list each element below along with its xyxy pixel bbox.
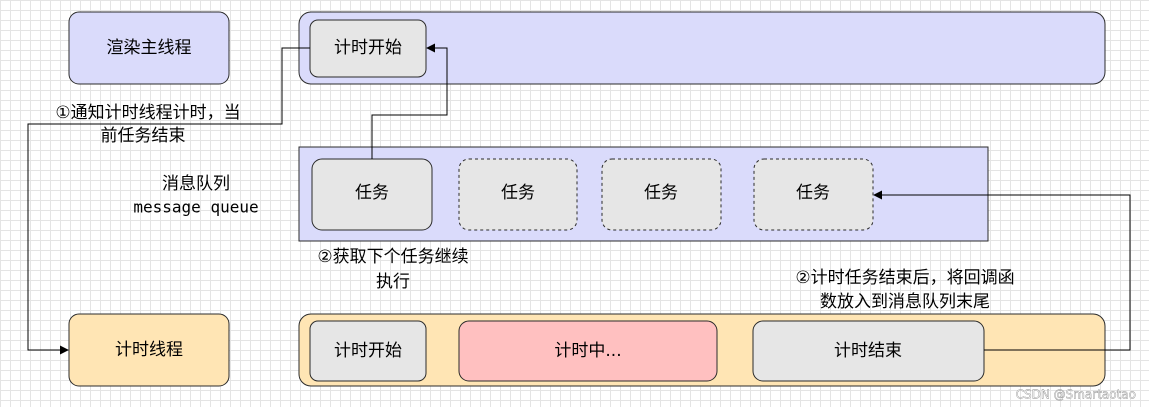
step3-line1: ②计时任务结束后，将回调函 (795, 268, 1014, 288)
timer-start-label: 计时开始 (334, 341, 402, 361)
connector-notify-timer (27, 47, 310, 355)
main-thread-box (68, 11, 230, 85)
step3-line2: 数放入到消息队列末尾 (820, 292, 990, 312)
main-timer-start-label: 计时开始 (334, 38, 402, 58)
queue-task-2 (458, 158, 578, 231)
queue-task-3 (601, 158, 722, 231)
timer-thread-label: 计时线程 (115, 340, 183, 360)
queue-label-en: message queue (133, 198, 258, 217)
step2-line2: 执行 (376, 272, 410, 292)
queue-task-label-4: 任务 (796, 183, 830, 203)
timer-end-box (752, 320, 985, 382)
timer-running-box (458, 320, 718, 382)
watermark: CSDN @Smartaotao (1016, 388, 1136, 402)
step2-line1: ②获取下个任务继续 (317, 247, 468, 267)
queue-task-label-2: 任务 (501, 183, 535, 203)
main-thread-label: 渲染主线程 (107, 38, 192, 58)
queue-task-4 (753, 158, 874, 231)
step1-line2: 前任务结束 (101, 126, 186, 146)
queue-task-label-3: 任务 (644, 183, 678, 203)
timer-thread-box (68, 313, 230, 387)
step1-line1: ①通知计时线程计时，当 (55, 103, 240, 123)
connector-next-task (371, 43, 448, 159)
queue-task-label-1: 任务 (355, 183, 389, 203)
timer-start-box (309, 320, 427, 382)
queue-label-cn: 消息队列 (162, 174, 230, 194)
connector-callback-enqueue (873, 190, 1131, 351)
timer-running-label: 计时中... (554, 341, 621, 361)
timer-end-label: 计时结束 (834, 341, 902, 361)
